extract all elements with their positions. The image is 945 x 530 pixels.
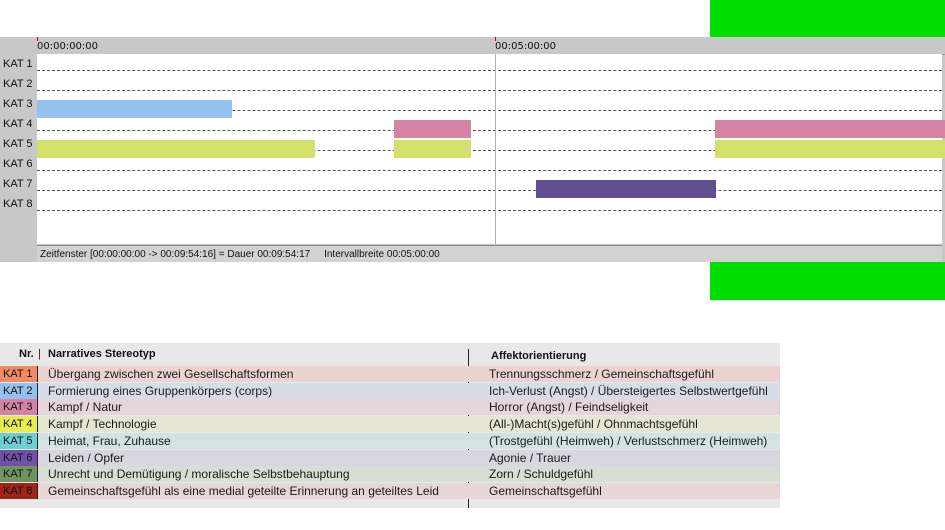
row-label: KAT 7 [3,178,33,190]
status-bar: Zeitfenster [00:00:00:00 -> 00:09:54:16]… [37,245,942,262]
affekt-text: (Trostgefühl (Heimweh) / Verlustschmerz … [489,433,768,448]
affekt-text: Agonie / Trauer [489,450,572,465]
chip-separator [37,366,38,382]
category-chip: KAT 4 [0,416,37,433]
header-affekt: Affektorientierung [491,350,587,362]
category-chip: KAT 1 [0,366,37,382]
header-nr: Nr. [19,348,34,360]
legend-row: KAT 3 Kampf / Natur Horror (Angst) / Feind… [0,399,780,416]
green-block-bottom [710,262,945,300]
affekt-text: Zorn / Schuldgefühl [489,467,594,482]
segment-kat-4[interactable] [394,140,471,158]
header-separator: | [38,348,41,360]
category-chip: KAT 6 [0,449,37,466]
stereotyp-text: Übergang zwischen zwei Gesellschaftsform… [48,367,294,381]
ruler-marker [37,37,38,41]
chip-separator [37,416,38,433]
segment-kat-3[interactable] [714,120,945,138]
stereotyp-text: Unrecht und Demütigung / moralische Selb… [48,467,350,482]
legend-row: KAT 6 Leiden / Opfer Agonie / Trauer [0,449,780,466]
legend-row: KAT 1 Übergang zwischen zwei Gesellschaft… [0,366,780,382]
ruler-tick-label: 00:00:00:00 [37,41,99,52]
category-chip: KAT 2 [0,382,37,399]
row-label: KAT 2 [3,78,33,90]
row-guide-line [37,190,942,191]
segment-kat-4[interactable] [714,140,945,158]
row-label: KAT 8 [3,198,33,210]
interval-line [495,54,496,244]
green-block-top [710,0,945,37]
row-guide-line [37,70,942,71]
stereotyp-text: Kampf / Natur [48,400,123,415]
chip-separator [37,466,38,483]
chip-separator [37,432,38,449]
header-stereotyp: Narratives Stereotyp [48,348,156,360]
row-label: KAT 6 [3,158,33,170]
row-guide-line [37,150,942,151]
row-guide-line [37,170,942,171]
category-chip: KAT 8 [0,482,37,499]
legend-row: KAT 8 Gemeinschaftsgefühl als eine medial… [0,482,780,499]
chip-separator [37,382,38,399]
stereotyp-text: Leiden / Opfer [48,450,125,465]
chip-separator [37,482,38,499]
timeline-panel: 00:00:00:00 00:05:00:00 KAT 1 KAT 2 KAT 3 K… [0,37,945,262]
row-guide-line [37,210,942,211]
ruler-marker [495,37,496,41]
segment-kat-3[interactable] [394,120,471,138]
affekt-text: (All-)Macht(s)gefühl / Ohnmachtsgefühl [489,417,698,432]
legend-row: KAT 7 Unrecht und Demütigung / moralische… [0,466,780,483]
category-chip: KAT 3 [0,399,37,416]
time-ruler[interactable]: 00:00:00:00 00:05:00:00 [37,37,945,55]
affekt-text: Ich-Verlust (Angst) / Übersteigertes Sel… [489,383,768,398]
category-chip: KAT 7 [0,466,37,483]
row-guide-line [37,130,942,131]
affekt-text: Gemeinschaftsgefühl [489,483,602,498]
row-label: KAT 3 [3,98,33,110]
chip-separator [37,449,38,466]
legend-table: Nr. | Narratives Stereotyp Affektorienti… [0,343,780,508]
segment-kat-4[interactable] [37,140,315,158]
ruler-tick-label: 00:05:00:00 [495,41,557,52]
category-chip: KAT 5 [0,432,37,449]
legend-row: KAT 2 Formierung eines Gruppenkörpers (co… [0,382,780,399]
row-label: KAT 4 [3,118,33,130]
row-label: KAT 5 [3,138,33,150]
legend-row: KAT 5 Heimat, Frau, Zuhause (Trostgefühl (… [0,432,780,449]
affekt-text: Horror (Angst) / Feindseligkeit [489,400,649,415]
row-guide-line [37,90,942,91]
stereotyp-text: Kampf / Technologie [48,417,157,432]
segment-kat-2[interactable] [37,100,233,118]
affekt-text: Trennungsschmerz / Gemeinschaftsgefühl [489,367,714,381]
stereotyp-text: Formierung eines Gruppenkörpers (corps) [48,383,273,398]
stereotyp-text: Gemeinschaftsgefühl als eine medial gete… [48,483,439,498]
row-guide-line [37,110,942,111]
stereotyp-text: Heimat, Frau, Zuhause [48,433,171,448]
row-label: KAT 1 [3,58,33,70]
segment-kat-6[interactable] [536,180,717,198]
legend-row: KAT 4 Kampf / Technologie (All-)Macht(s)ge… [0,416,780,433]
chip-separator [37,399,38,416]
